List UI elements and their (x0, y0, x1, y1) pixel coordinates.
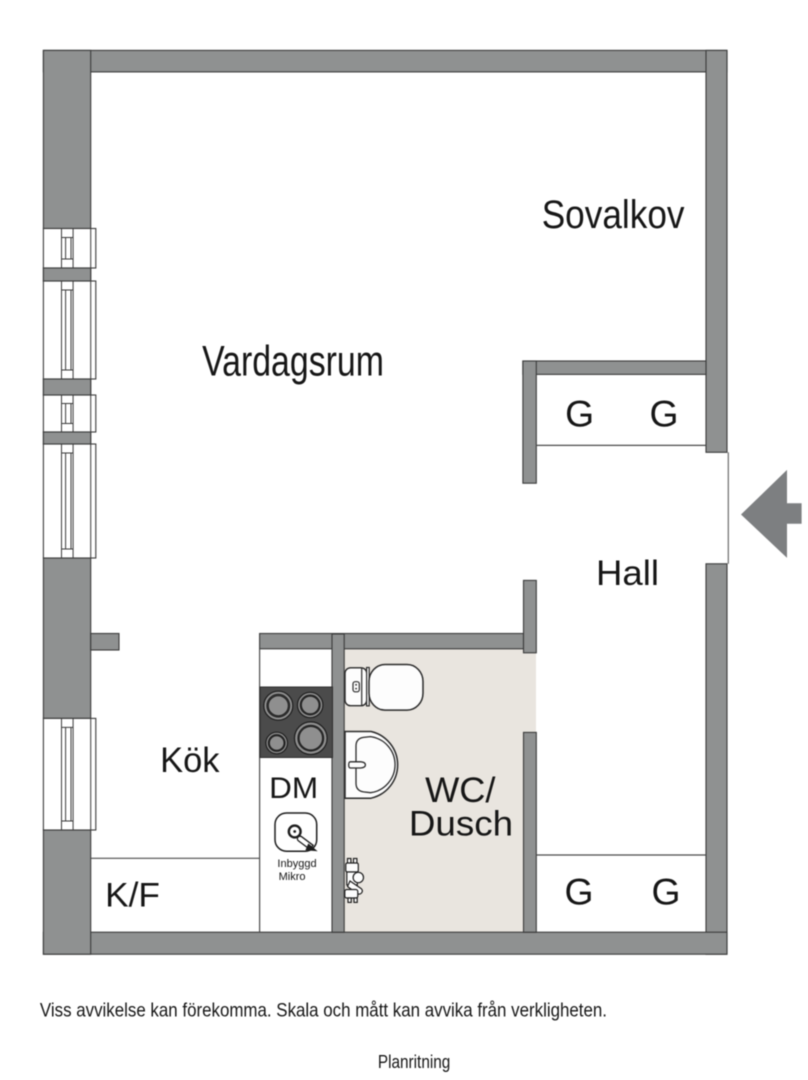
svg-text:Kök: Kök (160, 741, 220, 780)
svg-text:Mikro: Mikro (279, 871, 306, 883)
svg-text:G: G (565, 393, 594, 434)
svg-text:G: G (650, 393, 679, 434)
svg-text:Hall: Hall (596, 554, 659, 593)
svg-text:Viss avvikelse kan förekomma.: Viss avvikelse kan förekomma. Skala och … (40, 1000, 607, 1022)
svg-text:DM: DM (269, 772, 318, 805)
svg-text:Inbyggd: Inbyggd (277, 858, 316, 870)
svg-text:G: G (652, 872, 681, 913)
svg-text:G: G (565, 872, 594, 913)
svg-text:Dusch: Dusch (409, 805, 513, 844)
svg-text:Planritning: Planritning (378, 1051, 450, 1072)
svg-text:Vardagsrum: Vardagsrum (202, 339, 384, 386)
svg-text:WC/: WC/ (425, 771, 496, 810)
svg-text:Sovalkov: Sovalkov (542, 193, 685, 237)
svg-text:K/F: K/F (105, 877, 160, 915)
